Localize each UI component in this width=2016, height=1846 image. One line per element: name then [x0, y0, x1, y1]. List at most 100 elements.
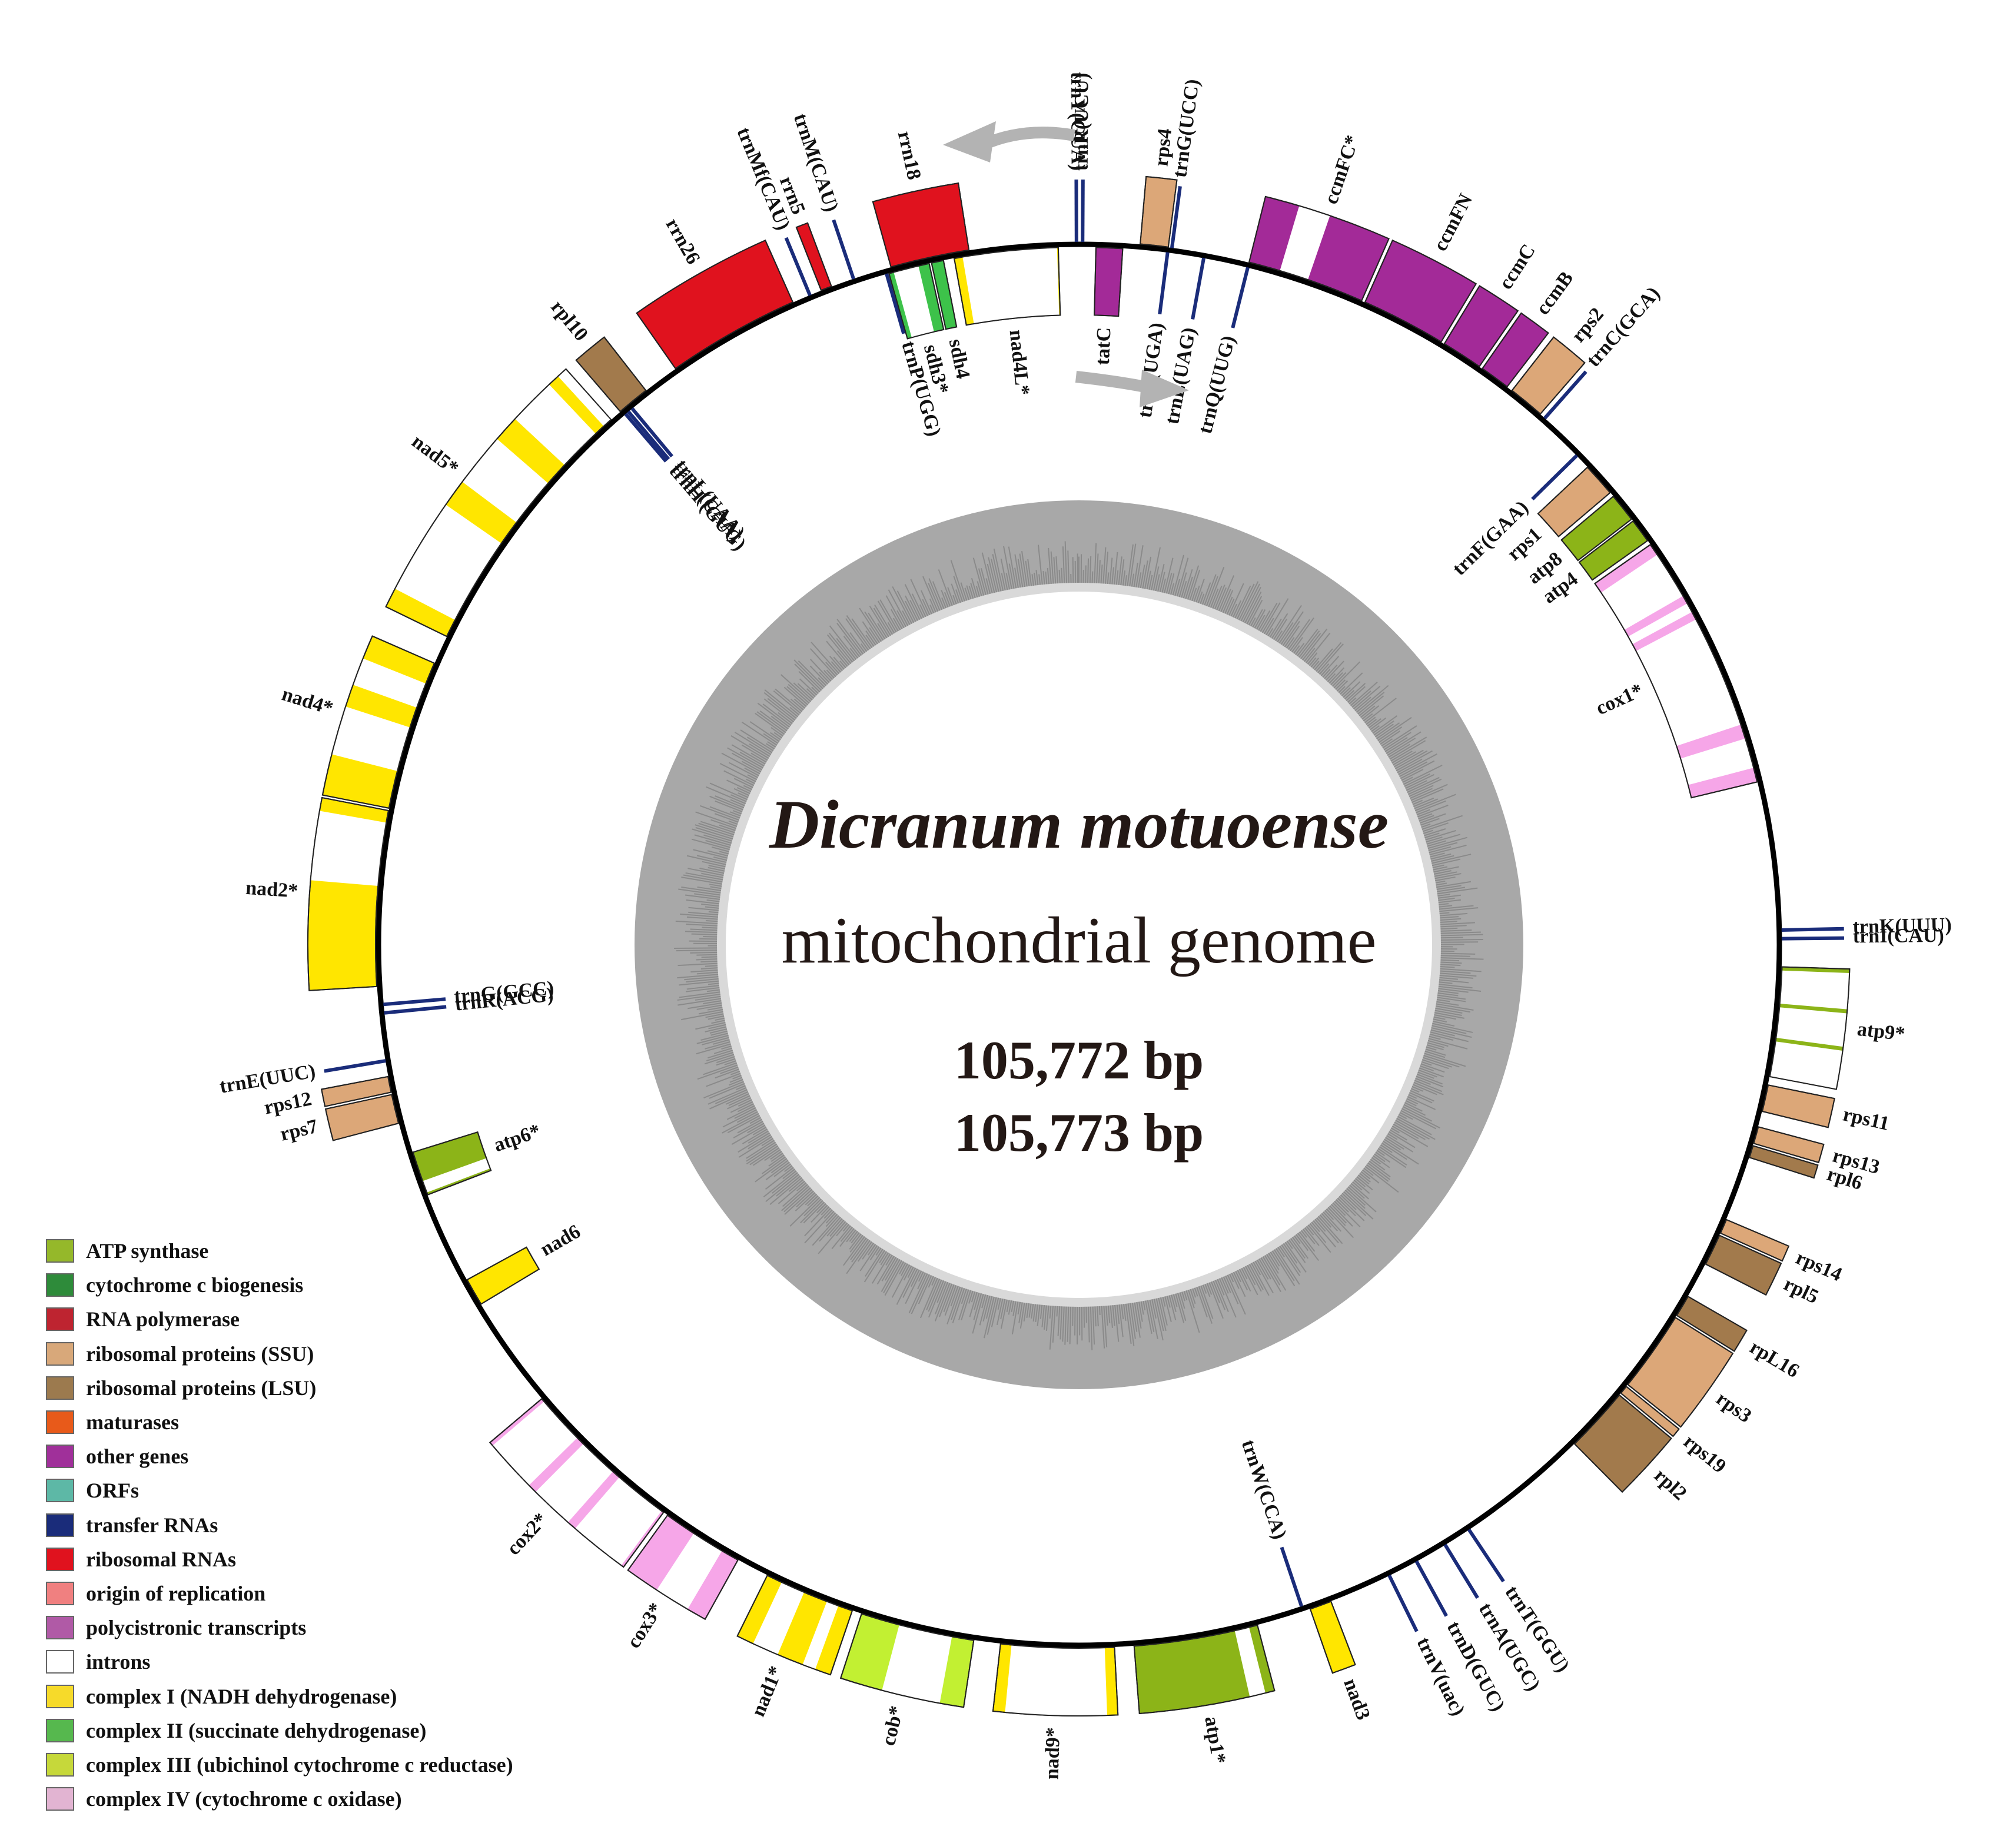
gc-spike [861, 643, 868, 652]
legend-swatch [46, 1445, 74, 1469]
gc-spike [1037, 544, 1043, 585]
gc-spike [1247, 1264, 1262, 1292]
gc-spike [712, 1039, 730, 1045]
gc-spike [1185, 576, 1193, 599]
gc-spike [1373, 720, 1394, 736]
gc-spike [1248, 1264, 1264, 1290]
gc-spike [797, 683, 815, 699]
gc-spike [883, 1260, 902, 1294]
gc-spike [825, 1214, 838, 1227]
gc-spike [694, 834, 731, 846]
gc-spike [1407, 778, 1442, 795]
gc-spike [1220, 589, 1231, 612]
legend-item: other genes [46, 1439, 513, 1473]
gc-spike [762, 703, 792, 726]
gc-spike [710, 886, 722, 889]
gc-spike [1312, 660, 1320, 669]
gc-spike [1360, 1171, 1371, 1180]
gc-spike [747, 774, 758, 781]
legend-item: ORFs [46, 1473, 513, 1508]
gc-spike [767, 698, 796, 721]
gc-spike [700, 821, 735, 834]
gc-spike [1019, 1302, 1025, 1329]
label-nad4l: nad4L* [1005, 329, 1034, 397]
gc-spike [1428, 1038, 1468, 1050]
gc-spike [951, 1287, 963, 1320]
gc-spike [1416, 1073, 1443, 1085]
gc-spike [1217, 1279, 1225, 1296]
gc-spike [693, 849, 728, 859]
gc-spike [727, 1097, 752, 1110]
gc-spike [1142, 1301, 1146, 1310]
legend-item: ribosomal RNAs [46, 1542, 513, 1576]
gc-spike [773, 690, 801, 714]
gene-trnv-uac [1387, 1575, 1419, 1632]
gc-spike [1256, 1259, 1269, 1280]
label-nad1: nad1* [747, 1663, 787, 1719]
gc-spike [764, 1149, 781, 1161]
gc-spike [1304, 648, 1316, 662]
gc-spike [1440, 959, 1460, 962]
gene-outline-rps1 [1537, 466, 1611, 537]
label-cob: cob* [878, 1704, 908, 1748]
gc-spike [1391, 1125, 1429, 1147]
gc-spike [891, 609, 903, 629]
gc-spike [1424, 828, 1446, 836]
gc-spike [1349, 697, 1357, 705]
gc-spike [1336, 1199, 1349, 1213]
gc-spike [1294, 1235, 1301, 1244]
legend-swatch [46, 1376, 74, 1400]
gc-spike [1420, 1063, 1445, 1073]
gc-spike [803, 1201, 825, 1224]
gc-spike [896, 610, 906, 627]
gc-spike [691, 838, 730, 851]
gc-spike [849, 1233, 862, 1250]
gc-spike [752, 1147, 780, 1166]
gc-spike [997, 1298, 1001, 1310]
genome-length-2: 105,773 bp [954, 1103, 1204, 1163]
gc-spike [728, 1078, 743, 1086]
legend-item: transfer RNAs [46, 1508, 513, 1542]
gc-spike [879, 599, 899, 632]
gc-spike [941, 597, 947, 609]
gc-spike [770, 1151, 782, 1160]
gc-spike [1072, 557, 1074, 583]
gene-outline-ccmc [1443, 285, 1519, 367]
gc-spike [1419, 815, 1434, 822]
gc-spike [1260, 602, 1278, 632]
gc-spike [1399, 1112, 1413, 1120]
species-title: Dicranum motuoense [769, 786, 1389, 863]
gc-spike [746, 1140, 775, 1159]
gc-spike [879, 1251, 888, 1264]
gc-spike [703, 1081, 744, 1099]
gc-spike [1338, 686, 1346, 693]
gc-spike [1031, 1303, 1034, 1319]
gc-spike [829, 1220, 845, 1237]
gc-spike [1085, 565, 1087, 583]
gc-spike [721, 1045, 732, 1050]
gc-spike [1118, 1304, 1124, 1337]
gc-spike [795, 1192, 816, 1211]
gene-outline-atp8 [1560, 495, 1633, 562]
gc-spike [734, 1107, 756, 1119]
gc-spike [782, 1184, 808, 1207]
gc-spike [1064, 1306, 1067, 1345]
gc-spike [726, 779, 752, 792]
gene-outline-rps11 [1761, 1084, 1835, 1128]
gc-spike [1413, 798, 1434, 808]
gene-trna-ugc [1443, 1543, 1479, 1599]
gc-spike [715, 1068, 739, 1079]
gc-spike [677, 974, 719, 979]
gene-track [307, 175, 1851, 1716]
gc-spike [1146, 570, 1151, 590]
gc-spike [850, 1237, 867, 1260]
gc-spike [1414, 793, 1456, 812]
gc-spike [681, 887, 721, 894]
gc-spike [1440, 922, 1475, 925]
gc-spike [1380, 1144, 1393, 1153]
intron-ccmfc [1280, 205, 1330, 280]
gc-spike [1096, 553, 1099, 583]
gc-spike [1332, 1202, 1346, 1216]
gc-spike [1168, 573, 1175, 595]
gc-spike [1069, 1306, 1072, 1344]
